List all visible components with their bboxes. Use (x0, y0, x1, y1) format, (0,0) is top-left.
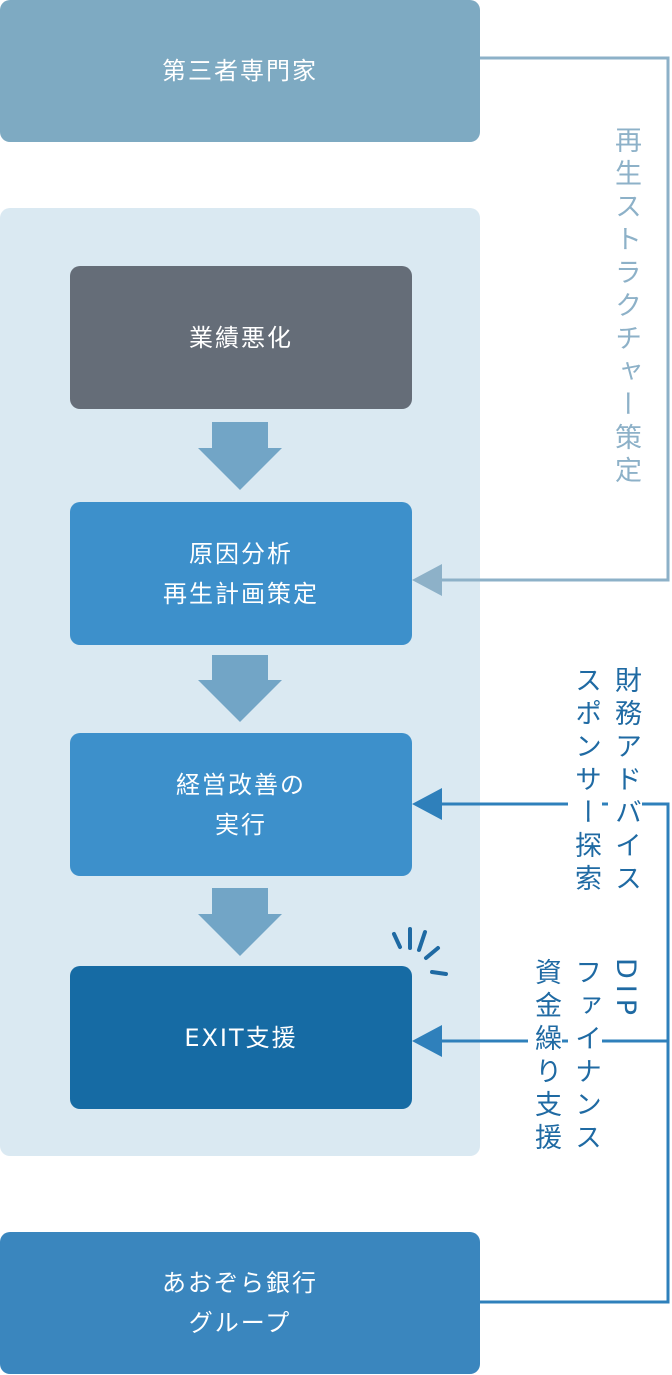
step-label-line2: 再生計画策定 (163, 579, 319, 608)
arrow-left-icon (412, 564, 442, 596)
bank-label-line1: あおぞら銀行 (162, 1269, 318, 1297)
funding-support-label: 資金繰り支援 (528, 958, 562, 1156)
step-performance-deterioration: 業績悪化 (70, 266, 412, 409)
bank-connector-line (440, 802, 670, 1304)
arrow-left-icon (412, 1025, 442, 1057)
down-arrow-icon (198, 422, 282, 490)
step-cause-analysis: 原因分析 再生計画策定 (70, 502, 412, 645)
third-party-expert-label: 第三者専門家 (162, 57, 318, 85)
bank-label-line2: グループ (188, 1309, 292, 1337)
third-party-expert-box: 第三者専門家 (0, 0, 480, 142)
down-arrow-icon (198, 655, 282, 722)
step-label: EXIT支援 (184, 1023, 298, 1052)
step-label-line1: 原因分析 (189, 539, 293, 568)
sponsor-search-label: スポンサー探索 (568, 666, 602, 897)
step-label-line2: 実行 (215, 810, 267, 839)
sparkle-icon (392, 927, 448, 976)
step-exit-support: EXIT支援 (70, 966, 412, 1109)
step-label-line1: 経営改善の (176, 770, 306, 799)
expert-connector-line (440, 56, 670, 582)
arrow-left-icon (412, 788, 442, 820)
restructure-label: 再生ストラクチャー策定 (608, 126, 642, 489)
step-management-improvement: 経営改善の 実行 (70, 733, 412, 876)
finance-label: ファイナンス (568, 958, 602, 1156)
aozora-bank-group-box: あおぞら銀行 グループ (0, 1232, 480, 1374)
down-arrow-icon (198, 888, 282, 956)
dip-label: DIP (608, 958, 642, 1022)
financial-advice-label: 財務アドバイス (608, 666, 642, 897)
step-label: 業績悪化 (189, 323, 293, 352)
